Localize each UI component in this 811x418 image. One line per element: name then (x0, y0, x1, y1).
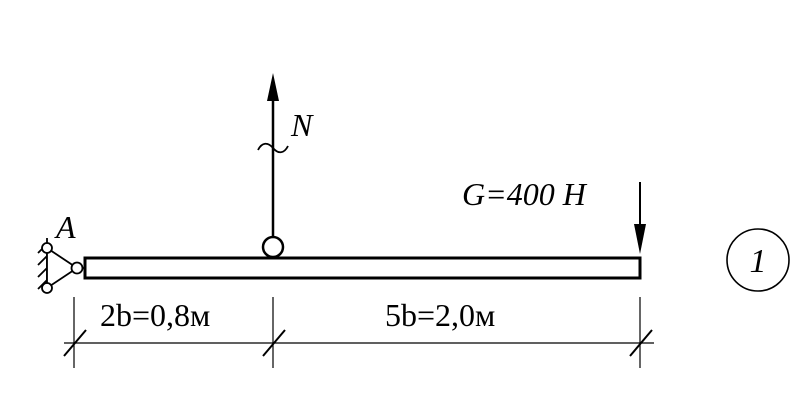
pin-support-a (37, 238, 85, 294)
beam (83, 256, 642, 280)
force-g-arrow (634, 182, 646, 254)
figure-number-circle (726, 228, 790, 292)
dim-left-label: 2b=0,8м (100, 297, 210, 333)
force-g-label: G=400 H (462, 176, 588, 212)
support-label-a: A (54, 209, 76, 245)
dim-right-label: 5b=2,0м (385, 297, 495, 333)
figure-number: 1 (750, 243, 767, 280)
dimension-lines (63, 297, 654, 368)
force-n-arrow (257, 73, 289, 259)
force-n-label: N (290, 107, 314, 143)
